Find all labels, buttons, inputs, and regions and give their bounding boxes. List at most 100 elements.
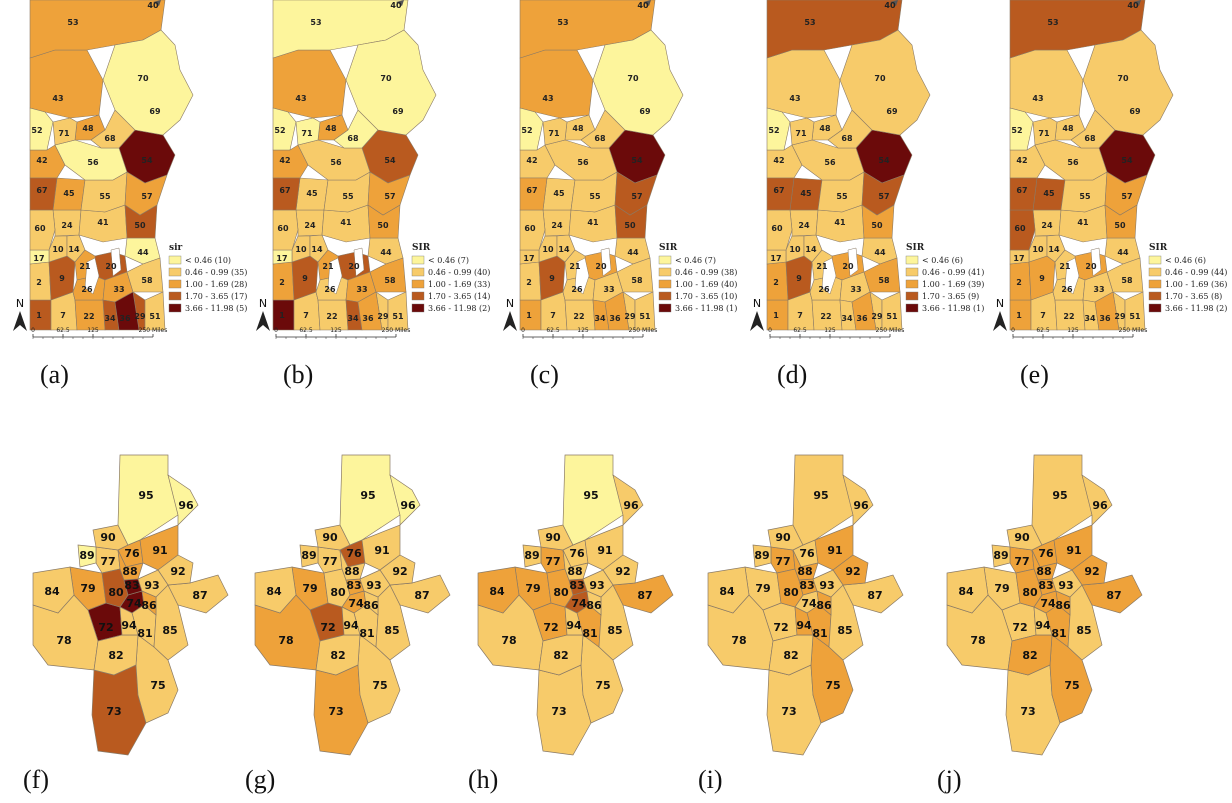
region-label: 71 <box>58 129 70 138</box>
region-91 <box>584 524 624 571</box>
scale-tick-label: 0 <box>521 327 525 334</box>
region-label: 55 <box>99 192 111 201</box>
scale-tick-label: 125 <box>330 327 342 334</box>
region-label: 2 <box>1016 278 1022 287</box>
legend-swatch <box>905 255 919 265</box>
region-label: 70 <box>1117 74 1129 83</box>
region-43 <box>29 49 104 119</box>
region-label: 72 <box>320 621 335 634</box>
region-label: 50 <box>377 221 389 230</box>
region-label: 81 <box>1051 627 1066 640</box>
region-label: 58 <box>384 276 396 285</box>
region-label: 94 <box>1035 619 1051 632</box>
region-label: 92 <box>170 565 185 578</box>
region-label: 77 <box>100 555 115 568</box>
region-93 <box>137 569 169 598</box>
region-label: 56 <box>330 158 342 167</box>
region-label: 42 <box>773 156 784 165</box>
region-label: 42 <box>526 156 537 165</box>
region-label: 21 <box>569 262 581 271</box>
region-96 <box>389 474 421 526</box>
region-label: 55 <box>589 192 601 201</box>
legend-entry: 1.70 - 3.65 (17) <box>185 292 247 301</box>
region-label: 74 <box>348 597 364 610</box>
panel-caption: (f) <box>23 765 49 794</box>
lake-manitoba <box>327 257 343 295</box>
region-label: 67 <box>773 186 784 195</box>
region-label: 95 <box>813 489 828 502</box>
region-label: 82 <box>108 649 123 662</box>
region-67 <box>766 177 795 211</box>
region-label: 24 <box>551 221 563 230</box>
region-label: 85 <box>837 624 852 637</box>
legend-swatch <box>168 279 182 289</box>
region-label: 55 <box>342 192 354 201</box>
legend-entry: 3.66 - 11.98 (2) <box>428 304 490 313</box>
north-arrow-icon: N <box>993 297 1007 331</box>
scale-tick-label: 250 Miles <box>382 327 411 334</box>
region-label: 72 <box>98 621 113 634</box>
region-label: 92 <box>1084 565 1099 578</box>
region-label: 68 <box>594 134 606 143</box>
lake-winnipeg <box>600 247 612 277</box>
region-label: 74 <box>126 597 142 610</box>
legend-swatch <box>905 291 919 301</box>
legend-swatch <box>1148 291 1162 301</box>
region-label: 34 <box>104 314 116 323</box>
region-label: 60 <box>771 224 783 233</box>
region-label: 36 <box>1099 314 1111 323</box>
region-label: 43 <box>542 94 553 103</box>
region-label: 24 <box>1041 221 1053 230</box>
region-43 <box>272 49 347 119</box>
scale-tick-label: 0 <box>31 327 35 334</box>
region-71 <box>542 117 568 146</box>
region-label: 79 <box>80 582 95 595</box>
region-93 <box>1051 569 1083 598</box>
region-67 <box>1009 177 1038 211</box>
region-label: 94 <box>796 619 812 632</box>
region-label: 68 <box>1084 134 1096 143</box>
region-52 <box>29 107 54 151</box>
legend-entry: < 0.46 (7) <box>428 256 469 265</box>
region-label: 69 <box>639 107 651 116</box>
legend-swatch <box>168 291 182 301</box>
region-label: 43 <box>1032 94 1043 103</box>
island-marker <box>396 0 404 6</box>
region-93 <box>812 569 844 598</box>
legend-swatch <box>1148 279 1162 289</box>
region-label: 1 <box>773 311 779 320</box>
region-label: 82 <box>783 649 798 662</box>
region-label: 95 <box>1052 489 1067 502</box>
region-label: 79 <box>525 582 540 595</box>
region-label: 36 <box>362 314 374 323</box>
region-label: 7 <box>797 311 803 320</box>
region-label: 90 <box>322 531 338 544</box>
region-label: 42 <box>279 156 290 165</box>
map-legend: SIR< 0.46 (6)0.46 - 0.99 (41)1.00 - 1.69… <box>905 243 984 313</box>
region-57 <box>124 171 168 216</box>
region-label: 89 <box>524 549 539 562</box>
legend-title: SIR <box>1149 243 1168 253</box>
region-label: 45 <box>63 189 75 198</box>
region-51 <box>387 291 409 331</box>
legend-swatch <box>1148 267 1162 277</box>
region-label: 67 <box>279 186 290 195</box>
region-label: 20 <box>1085 262 1097 271</box>
region-label: 53 <box>310 18 321 27</box>
region-label: 44 <box>380 248 392 257</box>
region-label: 83 <box>799 579 814 592</box>
region-90 <box>92 524 129 551</box>
region-52 <box>272 107 297 151</box>
region-label: 60 <box>34 224 46 233</box>
region-label: 75 <box>595 679 610 692</box>
north-label: N <box>259 297 267 310</box>
region-label: 70 <box>874 74 886 83</box>
region-label: 92 <box>392 565 407 578</box>
region-label: 52 <box>31 126 42 135</box>
region-label: 17 <box>770 254 781 263</box>
region-label: 43 <box>295 94 306 103</box>
legend-swatch <box>411 255 425 265</box>
region-label: 78 <box>56 634 71 647</box>
region-label: 96 <box>178 499 194 512</box>
region-label: 56 <box>577 158 589 167</box>
